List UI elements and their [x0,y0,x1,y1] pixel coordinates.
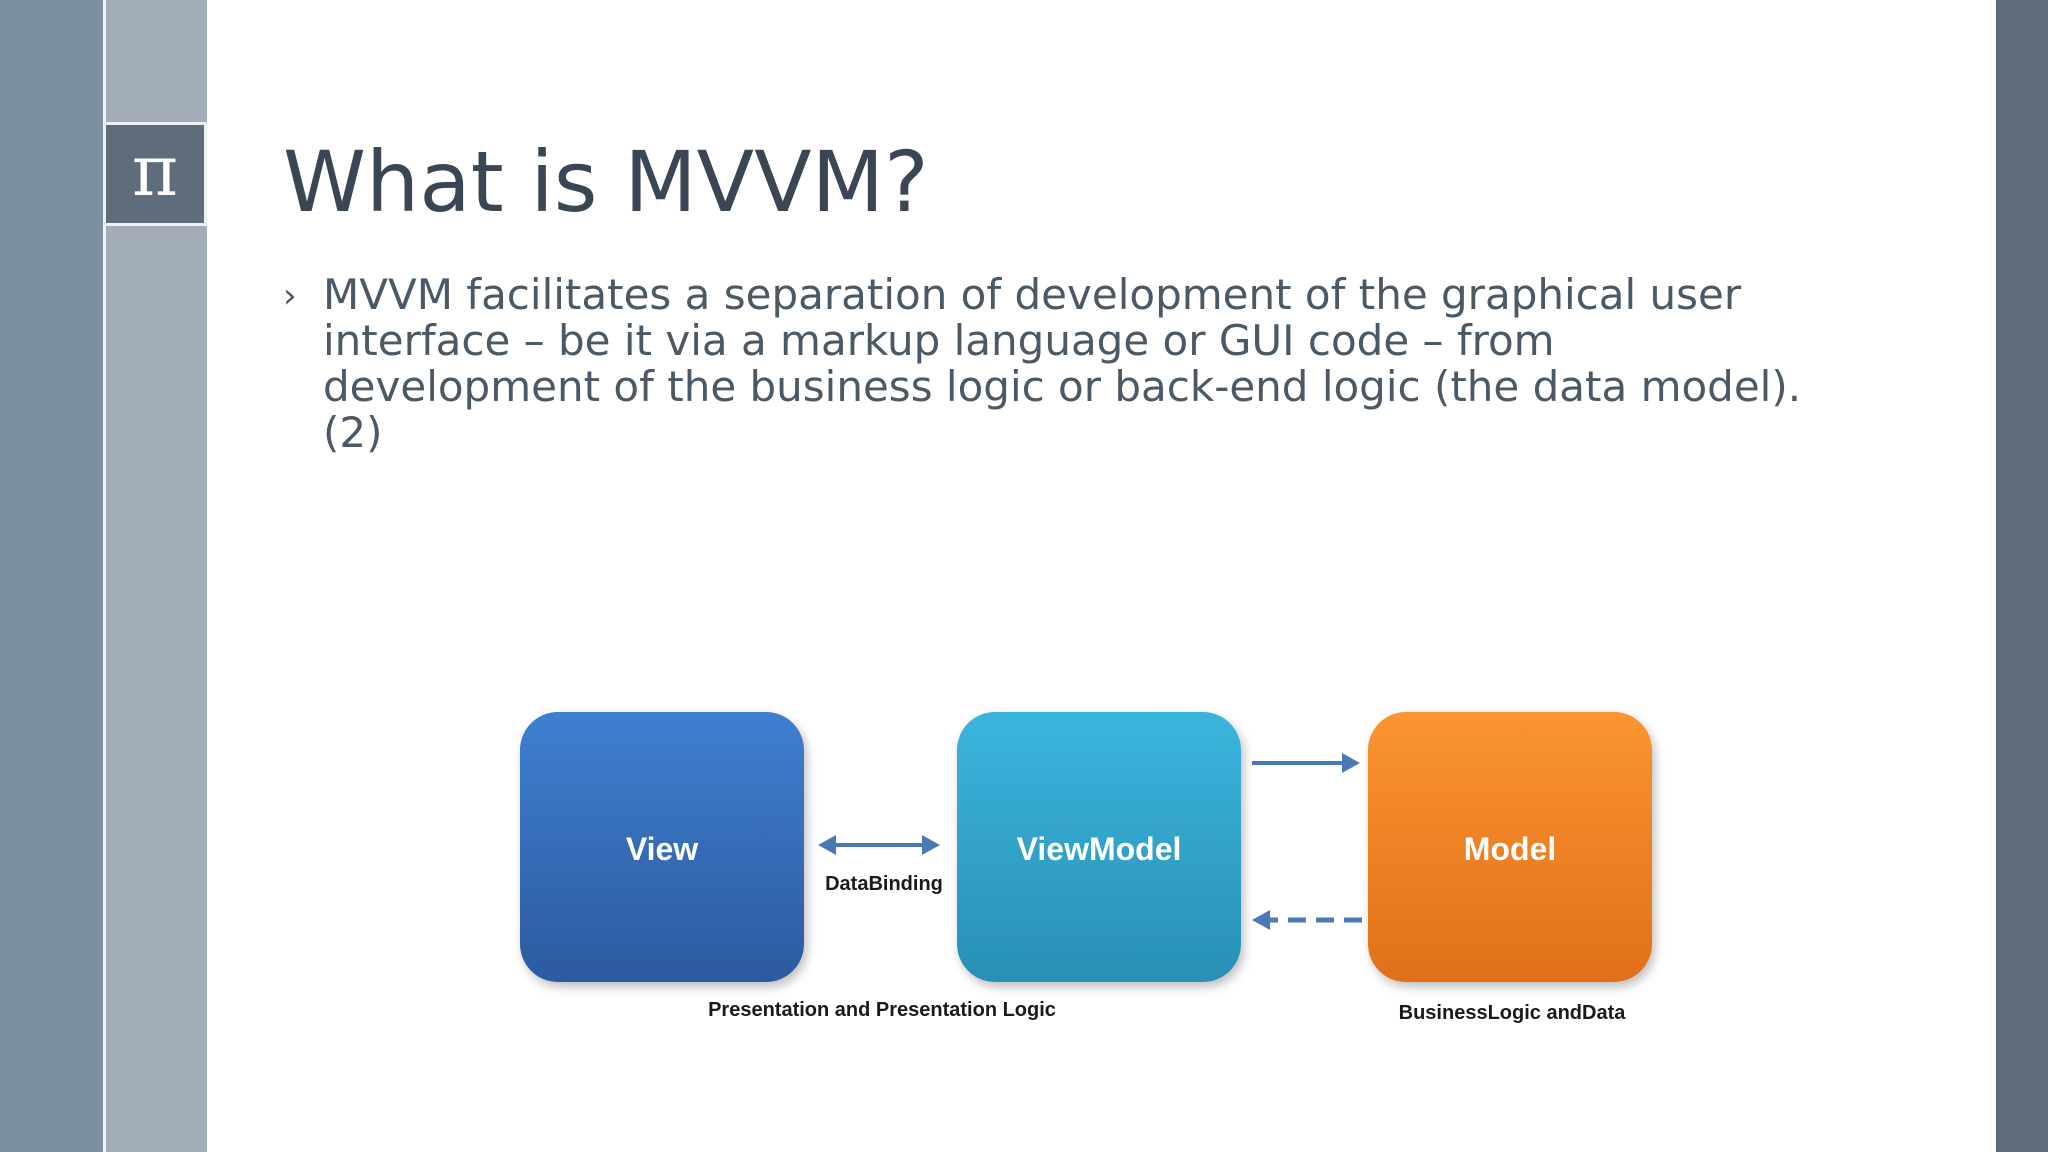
bullet-chevron-icon: › [283,276,297,316]
view-node-label: View [626,831,698,867]
left-band-divider [103,0,106,1152]
databinding-label: DataBinding [825,873,943,895]
bullet-text: MVVM facilitates a separation of develop… [323,270,1802,457]
model-node [1368,712,1652,982]
viewmodel-to-model-arrow [1252,753,1360,773]
mvvm-diagram: View ViewModel Model DataBinding Present… [520,712,1652,1024]
model-to-viewmodel-dashed-arrow [1252,910,1362,930]
databinding-arrow [818,835,940,855]
pi-icon: π [131,130,178,212]
model-node-label: Model [1464,831,1556,867]
business-logic-caption: BusinessLogic andData [1399,1002,1627,1024]
right-band [1996,0,2048,1152]
presentation-caption: Presentation and Presentation Logic [708,999,1056,1021]
bullet-item: › MVVM facilitates a separation of devel… [283,272,1843,456]
viewmodel-node-label: ViewModel [1017,831,1182,867]
viewmodel-node [957,712,1241,982]
left-band-outer [0,0,103,1152]
view-node [520,712,804,982]
pi-logo-box: π [103,122,207,226]
slide-title: What is MVVM? [283,133,929,231]
